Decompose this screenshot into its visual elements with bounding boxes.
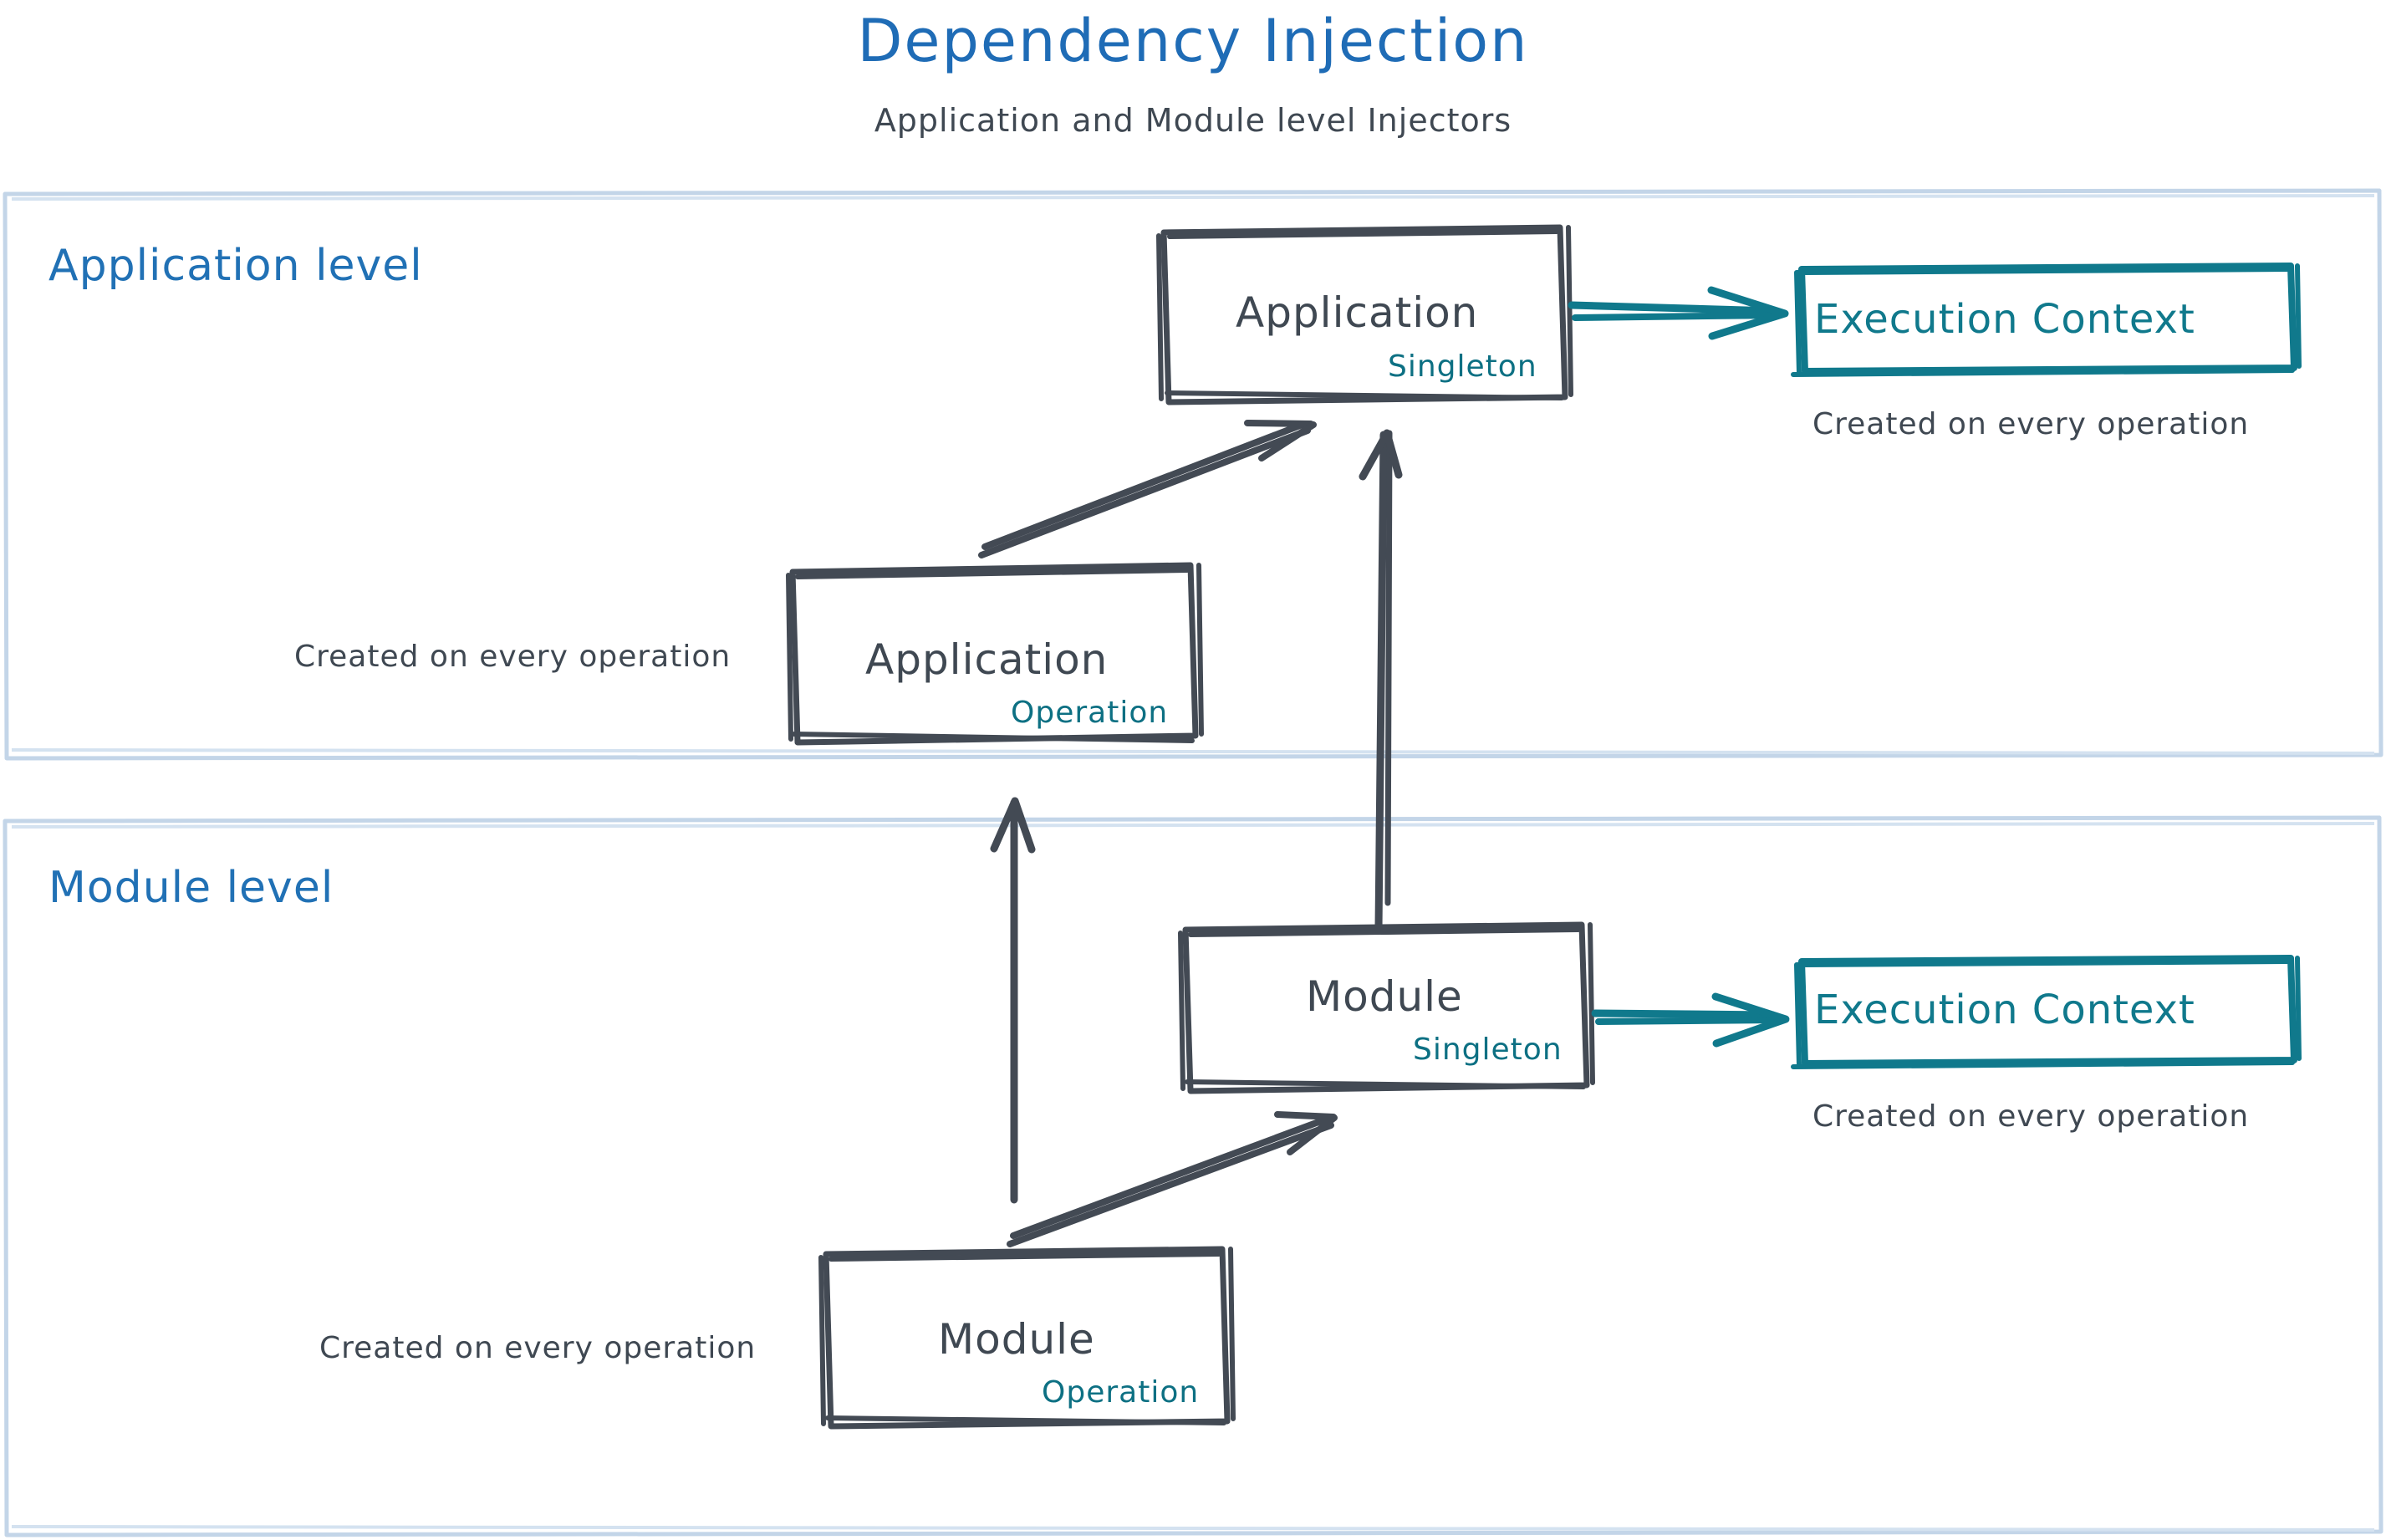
arrow-mod-singleton-to-ec-mod [1591,992,1790,1048]
arrow-app-singleton-to-ec-app [1568,286,1789,340]
node-label-mod-operation-title: Module [938,1315,1095,1364]
node-label-mod-singleton-title: Module [1306,972,1463,1021]
node-label-mod-singleton-subtitle: Singleton [1413,1033,1563,1067]
caption-mod-operation: Created on every operation [319,1331,757,1365]
node-label-app-singleton-title: Application [1236,288,1479,337]
node-label-ec-mod-title: Execution Context [1814,987,2195,1033]
arrow-app-operation-to-app-singleton [978,420,1317,558]
page-title: Dependency Injection [857,7,1529,75]
node-box-mod-singleton[interactable] [1178,921,1595,1094]
page-subtitle: Application and Module level Injectors [874,102,1512,139]
arrow-mod-operation-to-app-operation [990,797,1036,1204]
arrow-mod-singleton-to-app-singleton [1359,429,1403,932]
application-level-container [3,188,2383,761]
caption-ec-mod: Created on every operation [1812,1099,2250,1134]
node-label-ec-app-title: Execution Context [1814,296,2195,343]
section-label-application-level: Application level [48,241,423,291]
node-box-ec-app[interactable] [1791,263,2302,377]
node-label-mod-operation-subtitle: Operation [1042,1375,1200,1410]
node-label-app-operation-subtitle: Operation [1011,696,1169,730]
node-box-ec-mod[interactable] [1791,955,2302,1069]
node-label-app-operation-title: Application [865,635,1109,684]
node-box-app-singleton[interactable] [1156,224,1573,405]
node-box-mod-operation[interactable] [818,1246,1236,1430]
module-level-container [3,815,2383,1537]
node-label-app-singleton-subtitle: Singleton [1388,349,1537,384]
node-box-app-operation[interactable] [786,562,1204,746]
caption-app-operation: Created on every operation [294,640,732,674]
caption-ec-app: Created on every operation [1812,407,2250,441]
section-label-module-level: Module level [48,863,334,913]
arrow-mod-operation-to-mod-singleton [1007,1111,1338,1247]
